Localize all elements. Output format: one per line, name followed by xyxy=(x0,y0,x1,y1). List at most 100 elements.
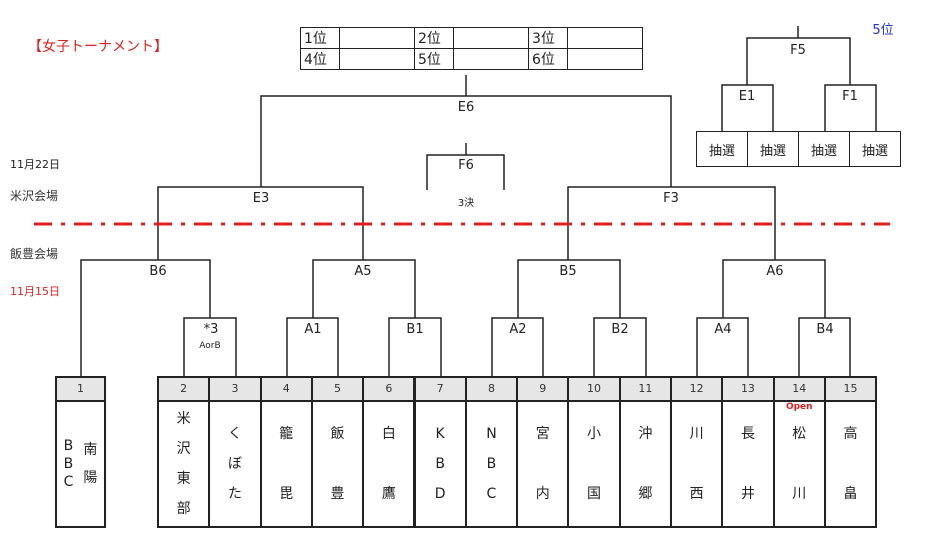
team-number: 13 xyxy=(723,378,773,402)
team-name-char xyxy=(694,449,698,479)
match-fifth-semi: F1 xyxy=(842,89,858,104)
team-name: くぼた xyxy=(210,402,259,526)
team-number: 11 xyxy=(620,378,670,402)
draw-table: 抽選 抽選 抽選 抽選 xyxy=(696,131,901,167)
team-name-char: 飯 xyxy=(330,426,345,442)
team-name-char: 高 xyxy=(843,426,858,442)
match-fifth-semi: E1 xyxy=(738,89,756,104)
rank-label: 5位 xyxy=(414,48,454,70)
bracket-line xyxy=(721,84,774,131)
team-name-column: 南陽 xyxy=(83,436,97,492)
draw-cell: 抽選 xyxy=(696,131,748,167)
match-semi-right: F3 xyxy=(663,191,679,206)
team-number: 15 xyxy=(825,378,876,402)
team-name: 籠 毘 xyxy=(262,402,311,526)
team-number: 2 xyxy=(159,378,209,402)
match-r1: A4 xyxy=(714,322,732,337)
team-number: 9 xyxy=(518,378,568,402)
team-number: 10 xyxy=(569,378,619,402)
tournament-title: 【女子トーナメント】 xyxy=(28,39,168,55)
team-number: 12 xyxy=(672,378,722,402)
team-name-char: B xyxy=(486,456,497,472)
team-name-char: た xyxy=(227,486,242,502)
match-r1: B2 xyxy=(611,322,629,337)
bracket-line xyxy=(388,317,442,376)
team-name: 沖 郷 xyxy=(621,402,670,526)
team-name: 小 国 xyxy=(569,402,618,526)
team-name-char: B xyxy=(63,456,74,472)
team-name-char: ぼ xyxy=(227,456,242,472)
team-name-char xyxy=(746,449,750,479)
team-name-char: 川 xyxy=(689,426,704,442)
team-name-char: く xyxy=(227,426,242,442)
bracket-line xyxy=(491,317,544,376)
match-qf: B5 xyxy=(559,264,577,279)
date-lower: 11月15日 xyxy=(10,285,60,298)
team-name-char: 南 xyxy=(83,442,98,458)
team-name-char: D xyxy=(434,486,446,502)
team-name-char xyxy=(848,449,852,479)
match-fifth-final: F5 xyxy=(790,43,806,58)
rank-label: 1位 xyxy=(300,27,340,49)
date-upper: 11月22日 xyxy=(10,158,60,171)
third-place-note: 3決 xyxy=(457,198,475,209)
team-name: 白 鷹 xyxy=(364,402,413,526)
match-r1-note: AorB xyxy=(199,341,221,351)
team-name-char xyxy=(797,449,801,479)
bracket-line xyxy=(286,317,339,376)
team-name-char: 長 xyxy=(740,426,755,442)
match-r1: A1 xyxy=(304,322,322,337)
match-qf: A5 xyxy=(354,264,372,279)
match-qf: B6 xyxy=(149,264,167,279)
bracket-line xyxy=(80,259,211,376)
team-number: 6 xyxy=(364,378,414,402)
team-name-char: 小 xyxy=(587,426,602,442)
team-name: 川 西 xyxy=(672,402,721,526)
open-badge: Open xyxy=(785,402,813,412)
team-name-char: 西 xyxy=(689,486,704,502)
team-name-char: 沢 xyxy=(176,441,191,457)
team-name-char: 国 xyxy=(587,486,602,502)
team-name-char: C xyxy=(63,474,74,490)
team-name-char xyxy=(643,449,647,479)
team-name-char: 陽 xyxy=(83,470,98,486)
bracket-line xyxy=(312,259,416,318)
team-name-char: 内 xyxy=(535,486,550,502)
team-name: 飯 豊 xyxy=(313,402,362,526)
team-number: 7 xyxy=(415,378,465,402)
ranking-table: 1位 2位 3位 4位 5位 6位 xyxy=(300,27,643,70)
team-number: 3 xyxy=(210,378,260,402)
bracket-line xyxy=(593,317,647,376)
draw-cell: 抽選 xyxy=(798,131,850,167)
team-name-char: 沖 xyxy=(638,426,653,442)
team-name-char: 豊 xyxy=(330,486,345,502)
rank-label: 6位 xyxy=(528,48,568,70)
team-name-char: 米 xyxy=(176,411,191,427)
team-name-char: 松 xyxy=(792,426,807,442)
team-name: 宮 内 xyxy=(518,402,567,526)
team-name-char: 籠 xyxy=(279,426,294,442)
bracket-line xyxy=(824,84,877,131)
team-name-char: 白 xyxy=(381,426,396,442)
ranking-row: 4位 5位 6位 xyxy=(300,48,643,70)
team-number: 8 xyxy=(466,378,517,402)
team-name-char xyxy=(592,449,596,479)
team-name: 松 川 xyxy=(775,402,824,526)
bracket-line xyxy=(746,37,851,85)
team-name-char: B xyxy=(63,438,74,454)
bracket-line xyxy=(517,259,621,318)
draw-cell: 抽選 xyxy=(747,131,799,167)
team-number: 1 xyxy=(57,378,104,402)
match-semi-left: E3 xyxy=(252,191,270,206)
draw-cell: 抽選 xyxy=(849,131,901,167)
match-third-place: F6 xyxy=(458,158,474,173)
